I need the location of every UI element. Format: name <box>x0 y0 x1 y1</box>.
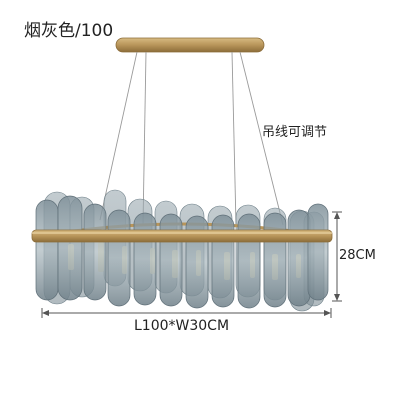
adjustable-cable-note: 吊线可调节 <box>262 125 328 140</box>
size-label: L100*W30CM <box>134 318 230 334</box>
brass-frame-front <box>31 229 333 243</box>
variant-label: 烟灰色/100 <box>24 21 114 41</box>
ceiling-canopy <box>115 37 265 53</box>
height-dimension-arrow <box>332 211 342 302</box>
width-dimension-arrow <box>41 308 332 318</box>
suspension-wires <box>99 51 284 226</box>
height-label: 28CM <box>339 248 376 263</box>
